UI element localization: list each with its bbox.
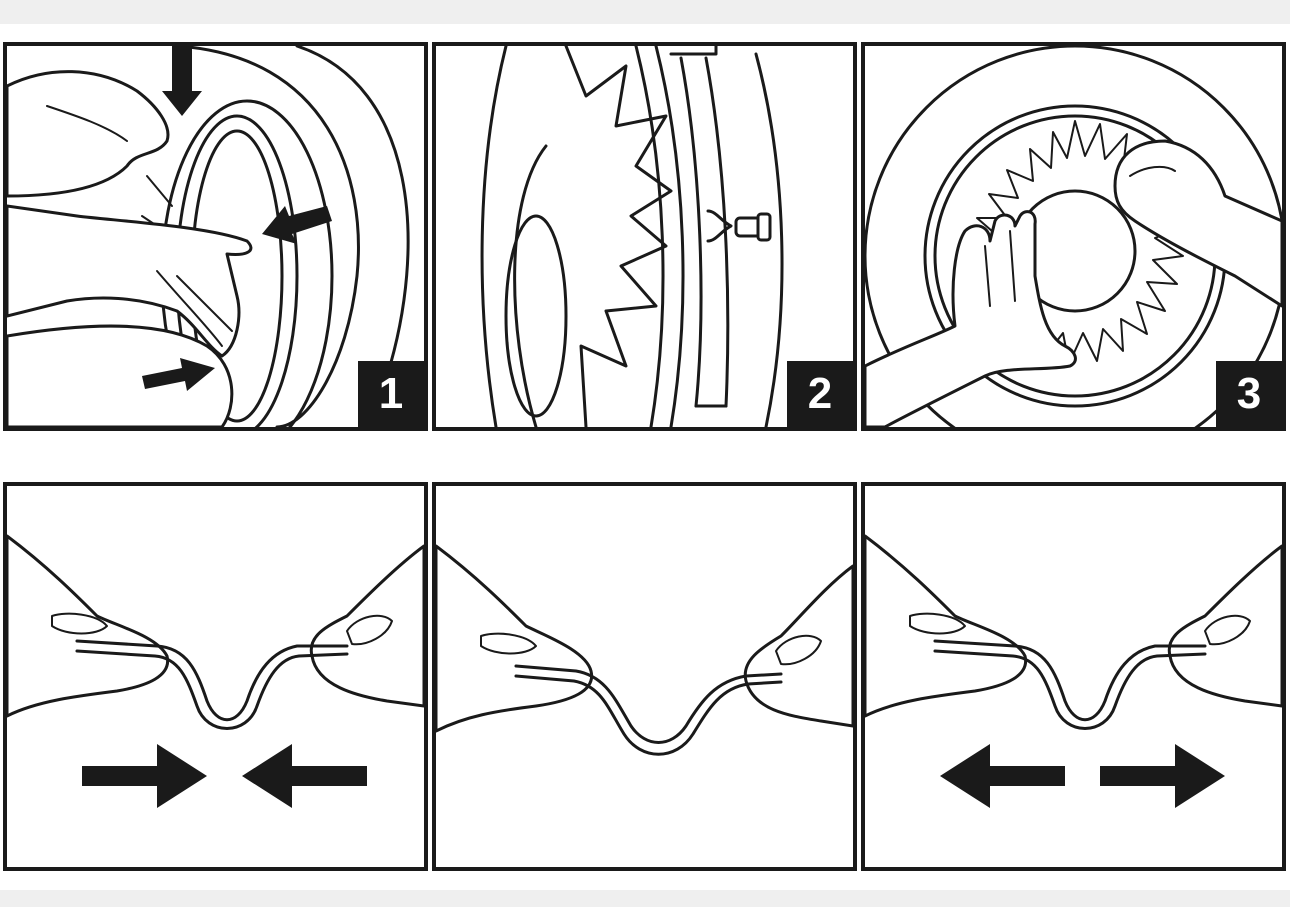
hand-fitting-cover-icon <box>7 46 410 427</box>
ring-neutral-panel <box>432 482 857 871</box>
top-band <box>0 0 1290 24</box>
hand-pressing-cover-icon <box>865 46 1282 427</box>
bottom-band <box>0 890 1290 907</box>
step-number-badge: 3 <box>1216 361 1282 427</box>
step-2-panel: 2 <box>432 42 857 431</box>
ring-stretch-panel <box>861 482 1286 871</box>
step-3-panel: 3 <box>861 42 1286 431</box>
ring-squeeze-panel <box>3 482 428 871</box>
ring-stretch-icon <box>865 534 1282 808</box>
step-number-badge: 1 <box>358 361 424 427</box>
step-1-panel: 1 <box>3 42 428 431</box>
step-number-badge: 2 <box>787 361 853 427</box>
valve-notch-detail-icon <box>480 46 784 427</box>
ring-squeeze-icon <box>7 534 424 808</box>
ring-neutral-icon <box>436 544 853 756</box>
